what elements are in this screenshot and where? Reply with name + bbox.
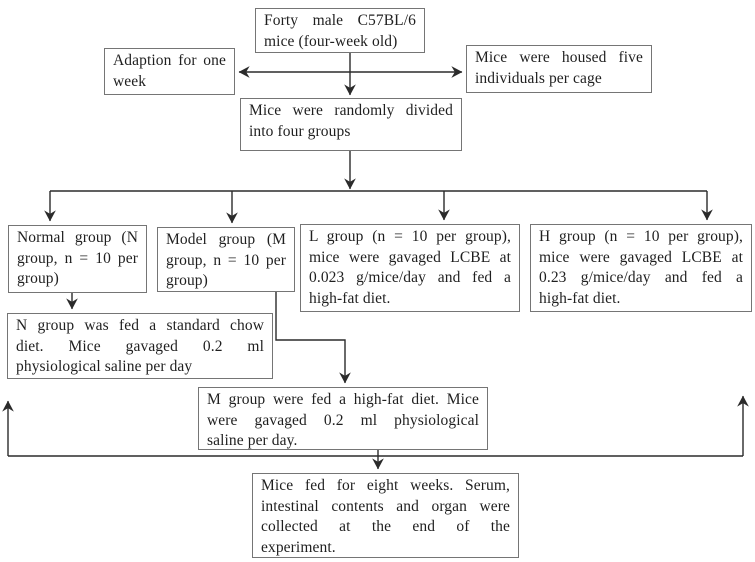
node-text-line: Adaption for one — [113, 52, 226, 69]
node-text-line: N group was fed a standard chow — [16, 317, 264, 334]
node-text-line: 0.023 g/mice/day and fed a — [309, 269, 511, 286]
node-text-line: Forty male C57BL/6 — [264, 12, 416, 29]
node-text-line: experiment. — [261, 538, 336, 556]
node-text-line: M group were fed a high-fat diet. Mice — [207, 391, 479, 408]
node-text-line: Normal group (N — [17, 229, 138, 246]
node-text-line: L group (n = 10 per group), — [309, 228, 511, 245]
node-text-line: group, n = 10 per — [166, 251, 286, 269]
node-normal-group: Normal group (N group, n = 10 per group) — [8, 225, 147, 293]
node-housing: Mice were housed five individuals per cag… — [466, 45, 652, 93]
node-text-line: group, n = 10 per — [17, 249, 138, 267]
node-endpoint: Mice fed for eight weeks. Serum, intestin… — [252, 473, 519, 558]
node-text-line: Model group (M — [166, 231, 286, 248]
node-text-line: mice were gavaged LCBE at — [309, 248, 511, 266]
node-text-line: Mice were randomly divided — [249, 102, 453, 119]
node-text-line: 0.23 g/mice/day and fed a — [539, 269, 743, 286]
node-text-line: group) — [166, 272, 208, 289]
node-model-group: Model group (M group, n = 10 per group) — [157, 227, 295, 292]
node-start-mice: Forty male C57BL/6 mice (four-week old) — [255, 8, 425, 53]
node-randomization: Mice were randomly divided into four grou… — [240, 98, 462, 151]
node-text-line: saline per day. — [207, 432, 298, 449]
node-text-line: individuals per cage — [475, 69, 602, 87]
node-text-line: group) — [17, 270, 59, 287]
node-text-line: diet. Mice gavaged 0.2 ml — [16, 337, 264, 355]
node-text-line: physiological saline per day — [16, 358, 193, 375]
node-text-line: mice were gavaged LCBE at — [539, 248, 743, 266]
node-text-line: mice (four-week old) — [264, 32, 398, 50]
node-text-line: Mice fed for eight weeks. Serum, — [261, 477, 510, 494]
node-text-line: intestinal contents and organ were — [261, 497, 510, 515]
node-n-group-diet: N group was fed a standard chow diet. Mic… — [7, 313, 273, 379]
node-text-line: collected at the end of the — [261, 518, 510, 535]
node-h-group: H group (n = 10 per group), mice were gav… — [530, 224, 752, 312]
node-text-line: high-fat diet. — [539, 289, 621, 307]
node-text-line: into four groups — [249, 122, 351, 140]
node-m-group-diet: M group were fed a high-fat diet. Mice we… — [198, 387, 488, 450]
node-text-line: Mice were housed five — [475, 49, 643, 66]
node-text-line: high-fat diet. — [309, 289, 391, 307]
node-text-line: were gavaged 0.2 ml physiological — [207, 411, 479, 429]
node-l-group: L group (n = 10 per group), mice were gav… — [300, 224, 520, 312]
node-text-line: week — [113, 72, 147, 90]
node-text-line: H group (n = 10 per group), — [539, 228, 743, 245]
node-adaption: Adaption for one week — [104, 48, 235, 95]
